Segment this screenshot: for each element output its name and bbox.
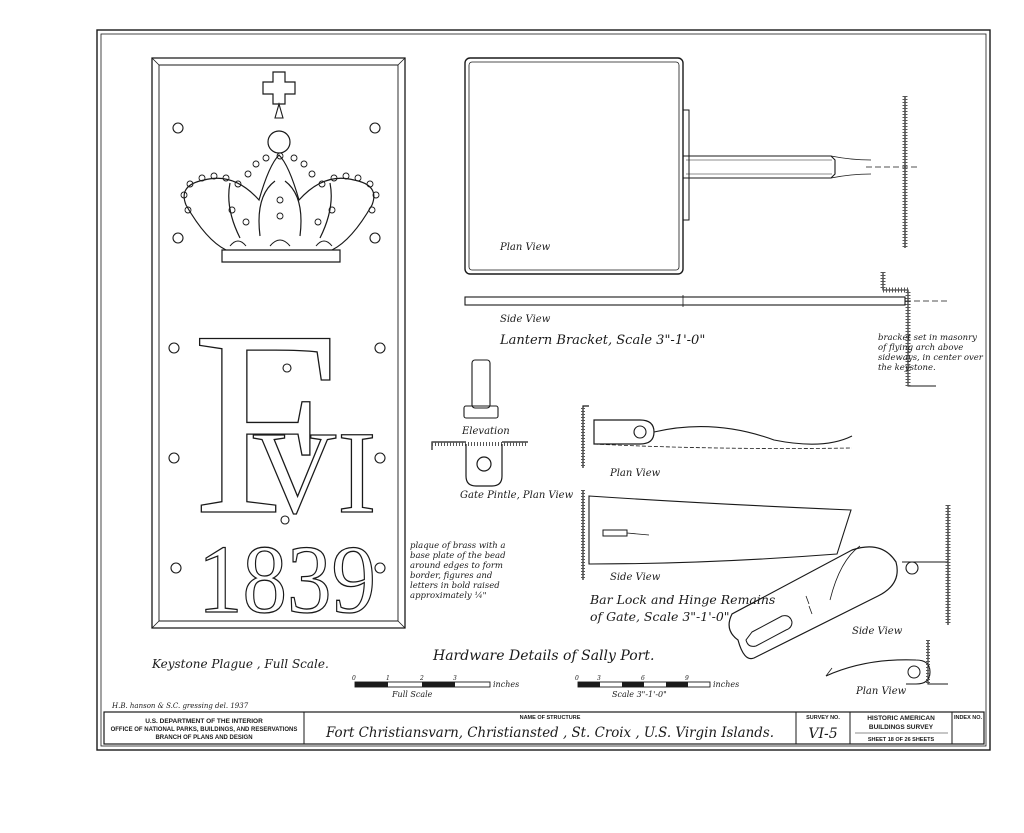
gate-pintle (431, 359, 528, 487)
barlock-title-line1: Bar Lock and Hinge Remains (589, 592, 775, 607)
barlock-side-label: Side View (610, 572, 661, 583)
svg-text:approximately ¼": approximately ¼" (410, 590, 487, 601)
svg-text:base plate of the bead: base plate of the bead (410, 551, 506, 561)
title-block (103, 711, 985, 745)
index-heading: INDEX NO. (954, 715, 983, 721)
svg-text:the keystone.: the keystone. (878, 363, 936, 373)
inner-border (100, 33, 987, 747)
cross-icon (262, 71, 296, 105)
plaque-note: plaque of brass with a base plate of the… (410, 541, 506, 601)
svg-text:6: 6 (641, 675, 645, 682)
svg-text:around edges to form: around edges to form (410, 561, 503, 571)
hinge-side-label: Side View (852, 626, 903, 637)
keystone-plaque: F VI 1839 plaque of brass with a base pl… (151, 57, 506, 671)
dept-line1: U.S. DEPARTMENT OF THE INTERIOR (145, 718, 263, 725)
structure-name: Fort Christiansvarn, Christiansted , St.… (325, 725, 774, 741)
lantern-bracket (464, 57, 950, 387)
sheet-number: SHEET 18 OF 26 SHEETS (868, 737, 935, 743)
svg-text:2: 2 (419, 675, 424, 682)
dept-line3: BRANCH OF PLANS AND DESIGN (155, 735, 252, 741)
rivet-holes (168, 122, 386, 574)
name-heading: NAME OF STRUCTURE (520, 715, 581, 721)
monogram-numeral: VI (252, 407, 377, 538)
svg-text:Scale 3"-1'-0": Scale 3"-1'-0" (612, 690, 667, 699)
svg-text:9: 9 (685, 675, 689, 682)
lantern-title: Lantern Bracket, Scale 3"-1'-0" (499, 333, 705, 348)
svg-text:plaque of brass with a: plaque of brass with a (410, 541, 506, 551)
lantern-plan-label: Plan View (499, 242, 551, 253)
hinge-plan-label: Plan View (855, 686, 907, 697)
barlock-plan-label: Plan View (609, 468, 661, 479)
plaque-year: 1839 (198, 526, 376, 634)
svg-text:sideways, in center over: sideways, in center over (878, 353, 984, 363)
svg-text:0: 0 (575, 675, 579, 682)
pintle-plan-label: Gate Pintle, Plan View (460, 490, 574, 501)
svg-text:inches: inches (493, 680, 519, 689)
svg-text:3: 3 (453, 675, 457, 682)
scale-bar-full: 0 1 2 3 inches Full Scale (352, 675, 519, 699)
lantern-note: bracket set in masonry of flying arch ab… (878, 333, 984, 373)
pintle-elevation-label: Elevation (461, 426, 510, 437)
dept-line2: OFFICE OF NATIONAL PARKS, BUILDINGS, AND… (111, 727, 298, 733)
survey-number: VI-5 (808, 726, 837, 742)
monogram-letter: F (192, 277, 339, 570)
svg-text:border, figures and: border, figures and (410, 571, 493, 581)
habs-line2: BUILDINGS SURVEY (869, 724, 934, 731)
habs-line1: HISTORIC AMERICAN (867, 715, 935, 722)
svg-text:of flying arch above: of flying arch above (878, 343, 963, 353)
main-title: Hardware Details of Sally Port. (432, 648, 654, 664)
svg-text:inches: inches (713, 680, 739, 689)
svg-text:3: 3 (597, 675, 601, 682)
survey-heading: SURVEY NO. (806, 715, 840, 721)
crown-icon (180, 152, 380, 263)
svg-text:Full Scale: Full Scale (391, 690, 433, 699)
svg-text:letters in bold raised: letters in bold raised (410, 581, 500, 591)
svg-text:0: 0 (352, 675, 356, 682)
lantern-side-label: Side View (500, 314, 551, 325)
svg-text:1: 1 (386, 675, 390, 682)
delineator-credit: H.B. hanson & S.C. gressing del. 1937 (111, 702, 249, 710)
svg-text:bracket set in masonry: bracket set in masonry (878, 333, 977, 343)
bar-lock (581, 405, 951, 685)
outer-border (96, 29, 991, 751)
orb-icon (267, 130, 291, 154)
scale-bar-reduced: 0 3 6 9 inches Scale 3"-1'-0" (575, 675, 739, 699)
plaque-caption: Keystone Plague , Full Scale. (151, 657, 329, 671)
barlock-title-line2: of Gate, Scale 3"-1'-0" (590, 609, 730, 624)
